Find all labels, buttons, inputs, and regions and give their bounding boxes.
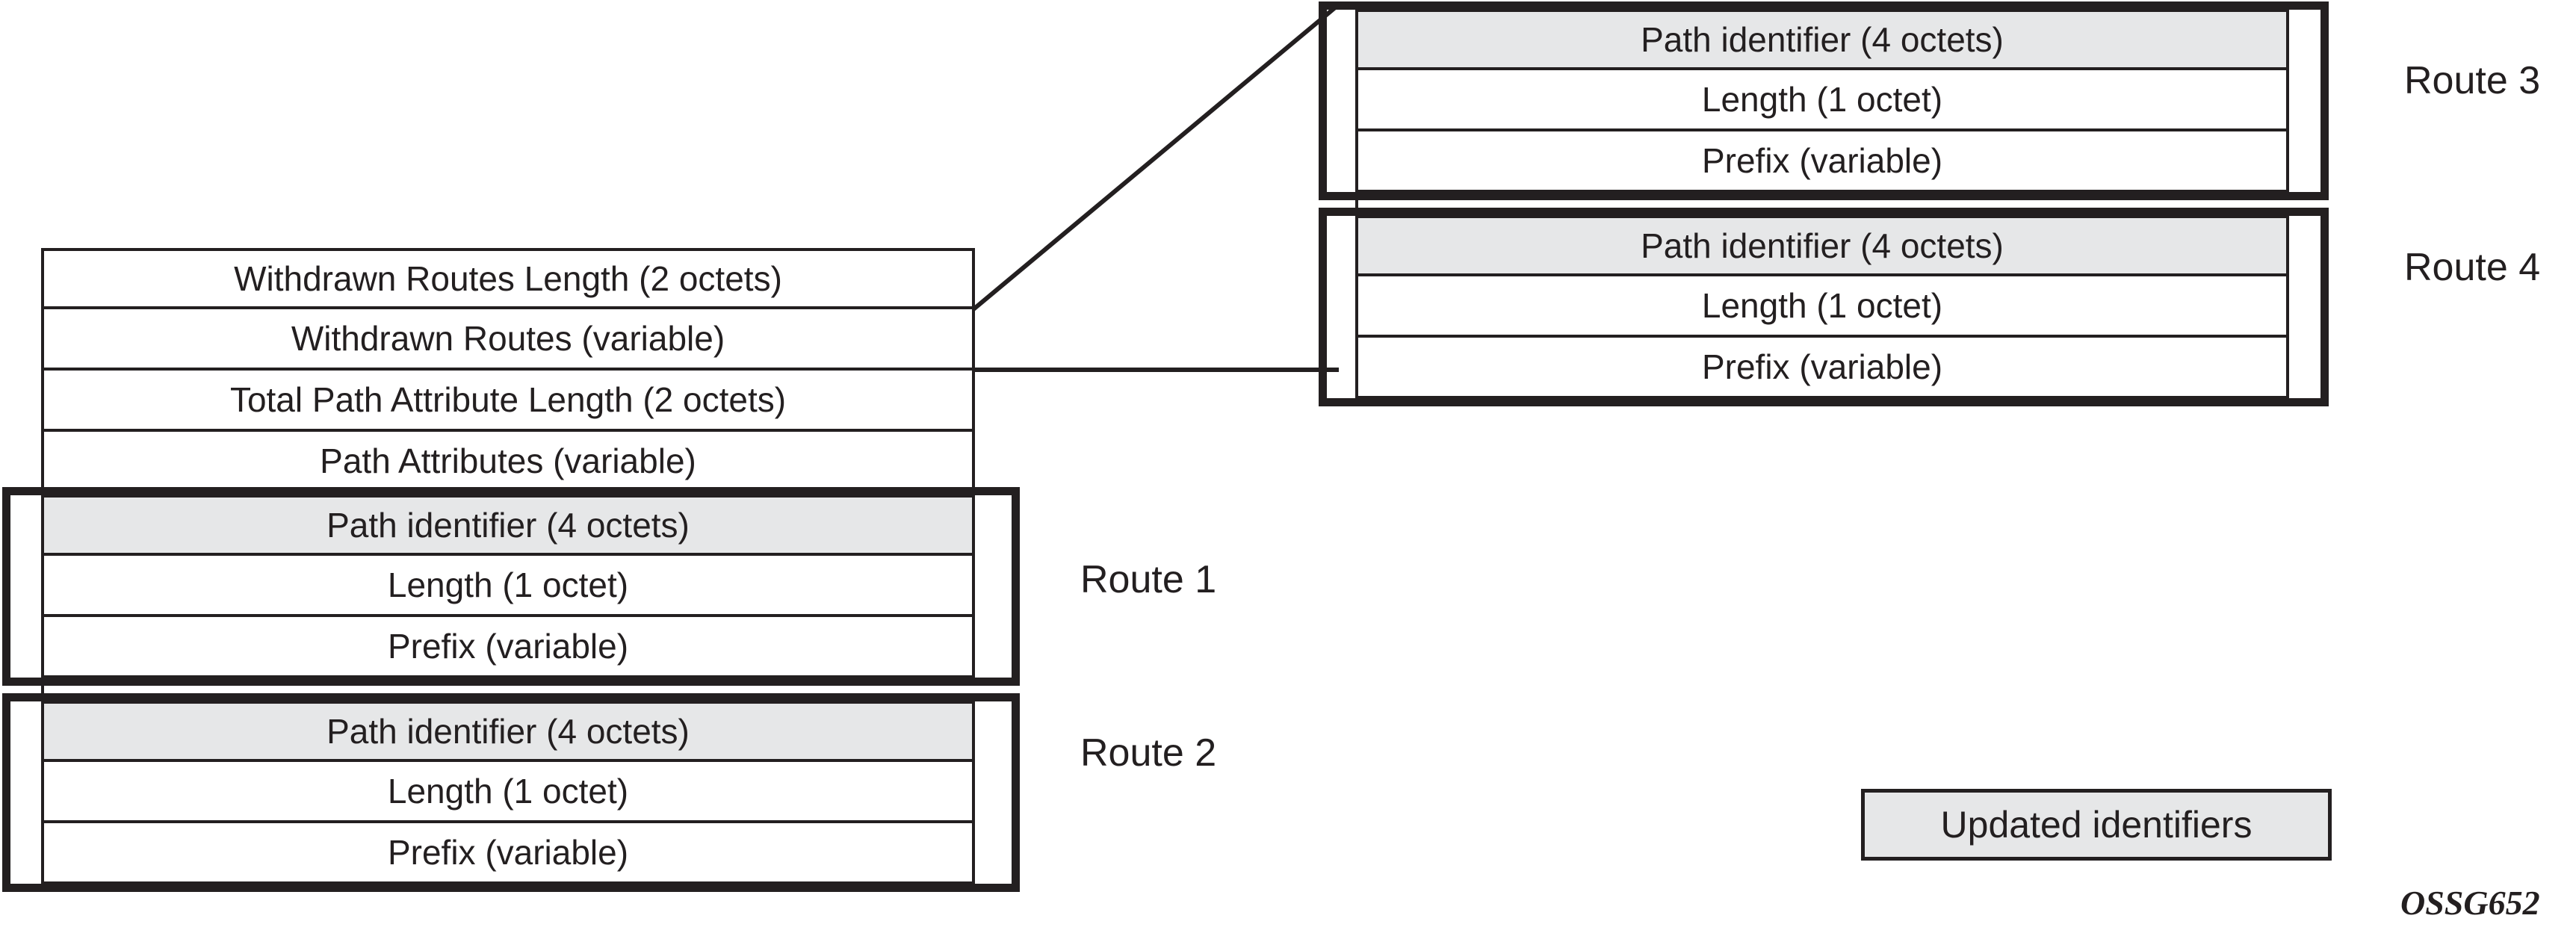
field-label: Path identifier (4 octets) (326, 712, 690, 751)
label-route-2: Route 2 (1080, 731, 1217, 775)
route1-path-identifier: Path identifier (4 octets) (41, 495, 975, 556)
field-label: Path identifier (4 octets) (326, 506, 690, 545)
field-label: Length (1 octet) (1701, 286, 1943, 325)
field-label: Length (1 octet) (387, 772, 629, 811)
field-withdrawn-routes: Withdrawn Routes (variable) (41, 309, 975, 371)
field-label: Withdrawn Routes Length (2 octets) (234, 259, 782, 298)
field-label: Length (1 octet) (387, 565, 629, 604)
right-block-spine (1355, 9, 1358, 399)
field-label: Path identifier (4 octets) (1641, 20, 2004, 59)
left-block-spine (41, 248, 44, 892)
field-label: Prefix (variable) (1701, 347, 1943, 386)
route3-length: Length (1 octet) (1355, 70, 2289, 131)
label-route-1: Route 1 (1080, 558, 1217, 601)
route4-length: Length (1 octet) (1355, 276, 2289, 338)
field-label: Prefix (variable) (387, 833, 629, 872)
route4-path-identifier: Path identifier (4 octets) (1355, 215, 2289, 276)
route1-prefix: Prefix (variable) (41, 617, 975, 678)
route3-prefix: Prefix (variable) (1355, 131, 2289, 193)
legend-label: Updated identifiers (1940, 804, 2253, 846)
field-label: Prefix (variable) (387, 627, 629, 666)
field-label: Prefix (variable) (1701, 141, 1943, 180)
field-withdrawn-routes-length: Withdrawn Routes Length (2 octets) (41, 248, 975, 309)
field-label: Path identifier (4 octets) (1641, 226, 2004, 265)
field-label: Withdrawn Routes (variable) (291, 319, 725, 358)
route1-length: Length (1 octet) (41, 556, 975, 617)
field-label: Path Attributes (variable) (320, 441, 696, 480)
label-route-3: Route 3 (2404, 59, 2541, 102)
figure-id-label: OSSG652 (2400, 884, 2540, 922)
route2-length: Length (1 octet) (41, 762, 975, 823)
legend-updated-identifiers: Updated identifiers (1861, 789, 2332, 861)
route3-path-identifier: Path identifier (4 octets) (1355, 9, 2289, 70)
field-path-attributes: Path Attributes (variable) (41, 432, 975, 493)
field-label: Length (1 octet) (1701, 80, 1943, 119)
route4-prefix: Prefix (variable) (1355, 338, 2289, 399)
field-label: Total Path Attribute Length (2 octets) (229, 380, 787, 419)
route2-prefix: Prefix (variable) (41, 823, 975, 884)
callout-diagonal-line (972, 2, 1340, 312)
field-total-path-attribute-length: Total Path Attribute Length (2 octets) (41, 371, 975, 432)
label-route-4: Route 4 (2404, 246, 2541, 289)
route2-path-identifier: Path identifier (4 octets) (41, 701, 975, 762)
